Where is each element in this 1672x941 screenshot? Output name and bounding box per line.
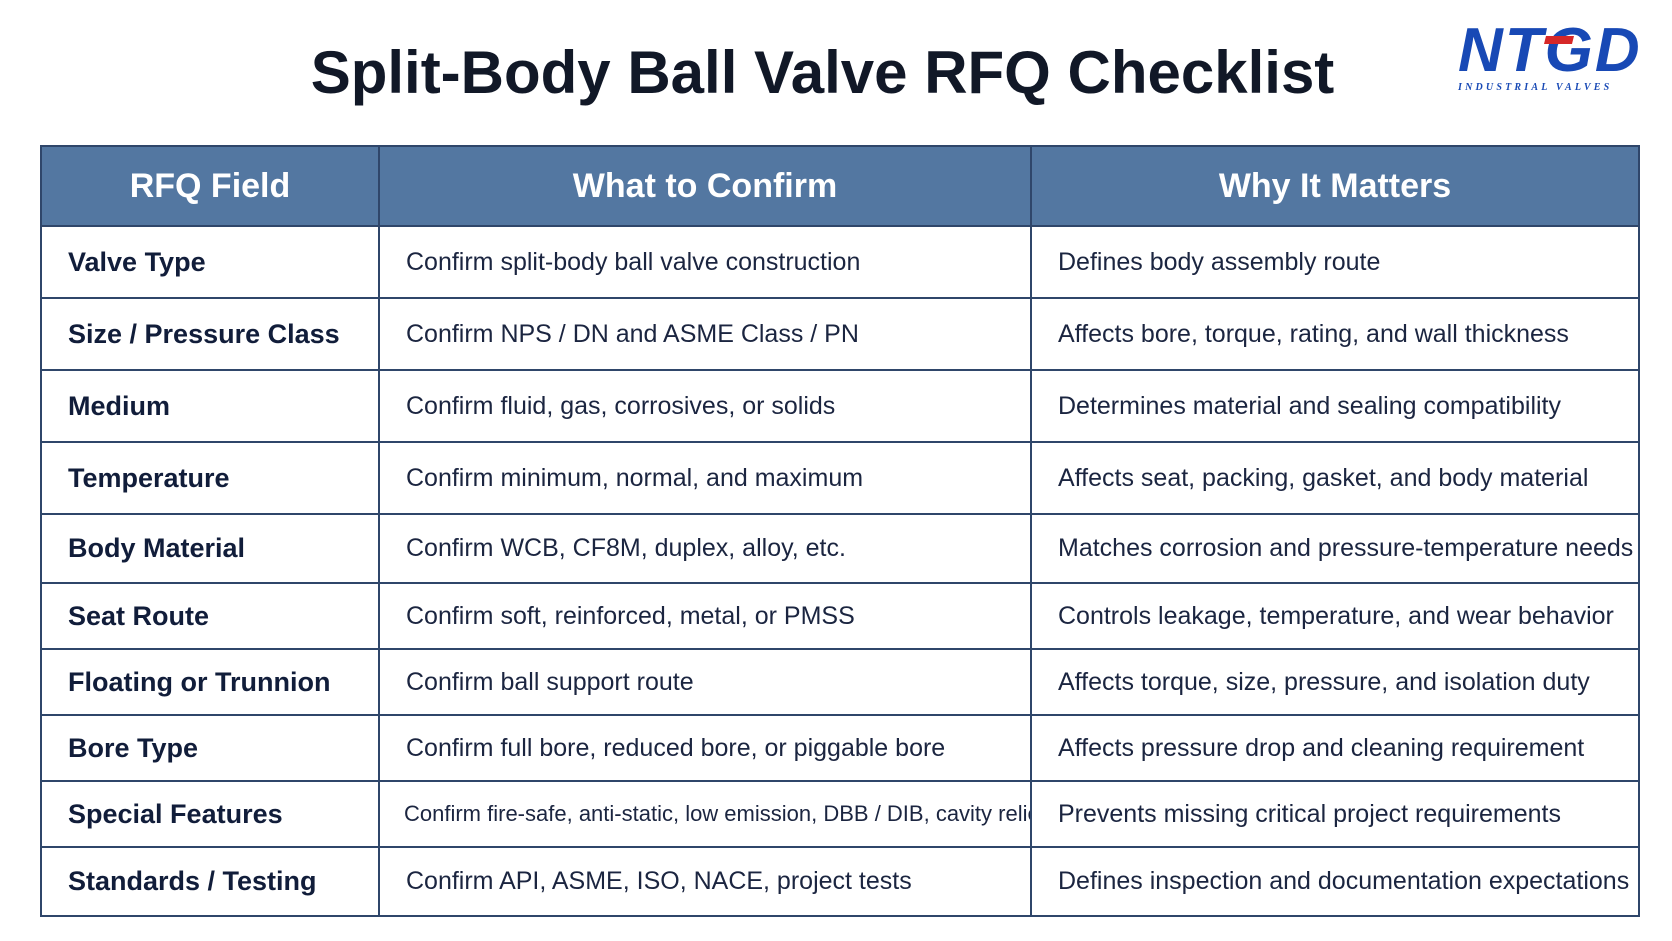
rfq-field-cell: Floating or Trunnion xyxy=(40,648,380,716)
table-row: Floating or Trunnion Confirm ball suppor… xyxy=(40,648,1640,716)
table-row: Size / Pressure Class Confirm NPS / DN a… xyxy=(40,297,1640,371)
confirm-cell: Confirm WCB, CF8M, duplex, alloy, etc. xyxy=(378,513,1032,584)
rfq-field-cell: Medium xyxy=(40,369,380,443)
rfq-field-cell: Special Features xyxy=(40,780,380,848)
column-header-why-it-matters: Why It Matters xyxy=(1030,145,1640,227)
why-cell: Affects seat, packing, gasket, and body … xyxy=(1030,441,1640,515)
confirm-cell: Confirm ball support route xyxy=(378,648,1032,716)
logo-subtitle: INDUSTRIAL VALVES xyxy=(1458,82,1613,93)
table-row: Body Material Confirm WCB, CF8M, duplex,… xyxy=(40,513,1640,584)
table-header-row: RFQ Field What to Confirm Why It Matters xyxy=(40,145,1640,227)
table-row: Temperature Confirm minimum, normal, and… xyxy=(40,441,1640,515)
table-row: Bore Type Confirm full bore, reduced bor… xyxy=(40,714,1640,782)
table-row: Standards / Testing Confirm API, ASME, I… xyxy=(40,846,1640,917)
why-cell: Affects torque, size, pressure, and isol… xyxy=(1030,648,1640,716)
rfq-field-cell: Temperature xyxy=(40,441,380,515)
page-title: Split-Body Ball Valve RFQ Checklist xyxy=(310,39,1335,106)
rfq-checklist-table: RFQ Field What to Confirm Why It Matters… xyxy=(40,145,1640,917)
confirm-cell: Confirm soft, reinforced, metal, or PMSS xyxy=(378,582,1032,650)
why-cell: Prevents missing critical project requir… xyxy=(1030,780,1640,848)
confirm-cell: Confirm fire-safe, anti-static, low emis… xyxy=(378,780,1032,848)
why-cell: Determines material and sealing compatib… xyxy=(1030,369,1640,443)
why-cell: Defines body assembly route xyxy=(1030,225,1640,299)
rfq-field-cell: Body Material xyxy=(40,513,380,584)
confirm-cell: Confirm fluid, gas, corrosives, or solid… xyxy=(378,369,1032,443)
why-cell: Defines inspection and documentation exp… xyxy=(1030,846,1640,917)
company-logo: NTGD INDUSTRIAL VALVES xyxy=(1458,16,1648,94)
confirm-cell: Confirm API, ASME, ISO, NACE, project te… xyxy=(378,846,1032,917)
confirm-cell: Confirm NPS / DN and ASME Class / PN xyxy=(378,297,1032,371)
rfq-field-cell: Size / Pressure Class xyxy=(40,297,380,371)
table-row: Special Features Confirm fire-safe, anti… xyxy=(40,780,1640,848)
why-cell: Affects pressure drop and cleaning requi… xyxy=(1030,714,1640,782)
confirm-cell: Confirm minimum, normal, and maximum xyxy=(378,441,1032,515)
rfq-field-cell: Standards / Testing xyxy=(40,846,380,917)
rfq-field-cell: Seat Route xyxy=(40,582,380,650)
confirm-cell: Confirm full bore, reduced bore, or pigg… xyxy=(378,714,1032,782)
why-cell: Matches corrosion and pressure-temperatu… xyxy=(1030,513,1640,584)
table-row: Medium Confirm fluid, gas, corrosives, o… xyxy=(40,369,1640,443)
why-cell: Affects bore, torque, rating, and wall t… xyxy=(1030,297,1640,371)
confirm-cell: Confirm split-body ball valve constructi… xyxy=(378,225,1032,299)
table-row: Seat Route Confirm soft, reinforced, met… xyxy=(40,582,1640,650)
column-header-rfq-field: RFQ Field xyxy=(40,145,380,227)
rfq-field-cell: Valve Type xyxy=(40,225,380,299)
logo-accent-icon xyxy=(1544,36,1574,44)
column-header-what-to-confirm: What to Confirm xyxy=(378,145,1032,227)
logo-mark: NTGD xyxy=(1458,16,1642,85)
why-cell: Controls leakage, temperature, and wear … xyxy=(1030,582,1640,650)
rfq-field-cell: Bore Type xyxy=(40,714,380,782)
table-row: Valve Type Confirm split-body ball valve… xyxy=(40,225,1640,299)
